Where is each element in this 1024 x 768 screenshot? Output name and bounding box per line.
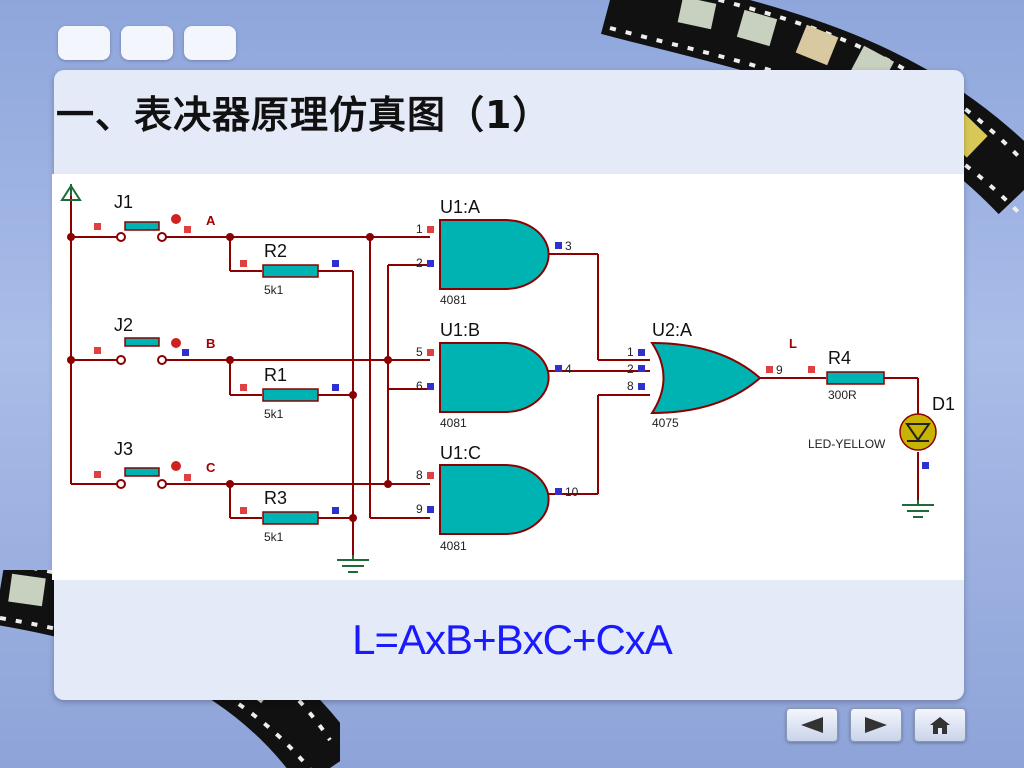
power-terminal-icon (60, 184, 82, 201)
value-r2: 5k1 (264, 283, 284, 297)
part-d1: LED-YELLOW (808, 437, 886, 451)
node-label-a: A (206, 213, 216, 228)
ground-icon (337, 500, 934, 573)
home-button[interactable] (914, 708, 966, 742)
right-triangle-icon (865, 717, 887, 733)
pin-u1a-in1: 1 (416, 222, 423, 236)
node-label-c: C (206, 460, 216, 475)
label-j2: J2 (114, 315, 133, 335)
slide-title: 一、表决器原理仿真图（1） (56, 93, 552, 137)
pin-u1c-out: 10 (565, 485, 579, 499)
prev-slide-button[interactable] (786, 708, 838, 742)
label-d1: D1 (932, 394, 955, 414)
switch-j3 (94, 461, 191, 489)
header-tab-3 (184, 26, 236, 60)
header-tab-2 (121, 26, 173, 60)
pin-u2a-out: 9 (776, 363, 783, 377)
value-r3: 5k1 (264, 530, 284, 544)
node-label-b: B (206, 336, 215, 351)
home-icon (930, 717, 950, 734)
pin-u1c-in1: 8 (416, 468, 423, 482)
label-r1: R1 (264, 365, 287, 385)
pin-u1b-in1: 5 (416, 345, 423, 359)
switch-j2 (94, 337, 189, 365)
value-r4: 300R (828, 388, 857, 402)
label-j3: J3 (114, 439, 133, 459)
label-r2: R2 (264, 241, 287, 261)
resistor-bodies (262, 264, 885, 525)
pin-u2a-in2: 2 (627, 362, 634, 376)
pin-u1a-out: 3 (565, 239, 572, 253)
pin-u1a-in2: 2 (416, 256, 423, 270)
or-gate (650, 341, 762, 415)
label-u1b: U1:B (440, 320, 480, 340)
and-gates (439, 219, 550, 535)
logic-formula: L=AxB+BxC+CxA (352, 616, 673, 663)
header-tab-1 (58, 26, 110, 60)
label-j1: J1 (114, 192, 133, 212)
value-r1: 5k1 (264, 407, 284, 421)
label-u2a: U2:A (652, 320, 692, 340)
pin-u2a-in3: 8 (627, 379, 634, 393)
switch-j1 (94, 214, 191, 242)
circuit-svg: J1 J2 J3 R2 R1 R3 R4 U1:A U1:B U1:C U2:A… (60, 184, 955, 573)
part-u1b: 4081 (440, 416, 467, 430)
output-label-l: L (789, 336, 797, 351)
pin-u1b-in2: 6 (416, 379, 423, 393)
wires (70, 194, 919, 555)
left-triangle-icon (801, 717, 823, 733)
pin-u1c-in2: 9 (416, 502, 423, 516)
label-u1a: U1:A (440, 197, 480, 217)
label-u1c: U1:C (440, 443, 481, 463)
label-r4: R4 (828, 348, 851, 368)
pin-u1b-out: 4 (565, 362, 572, 376)
led-d1 (899, 413, 937, 451)
part-u1c: 4081 (440, 539, 467, 553)
label-r3: R3 (264, 488, 287, 508)
junction-dots (67, 233, 392, 522)
pin-u2a-in1: 1 (627, 345, 634, 359)
part-u1a: 4081 (440, 293, 467, 307)
part-u2a: 4075 (652, 416, 679, 430)
circuit-diagram: J1 J2 J3 R2 R1 R3 R4 U1:A U1:B U1:C U2:A… (52, 174, 964, 580)
next-slide-button[interactable] (850, 708, 902, 742)
